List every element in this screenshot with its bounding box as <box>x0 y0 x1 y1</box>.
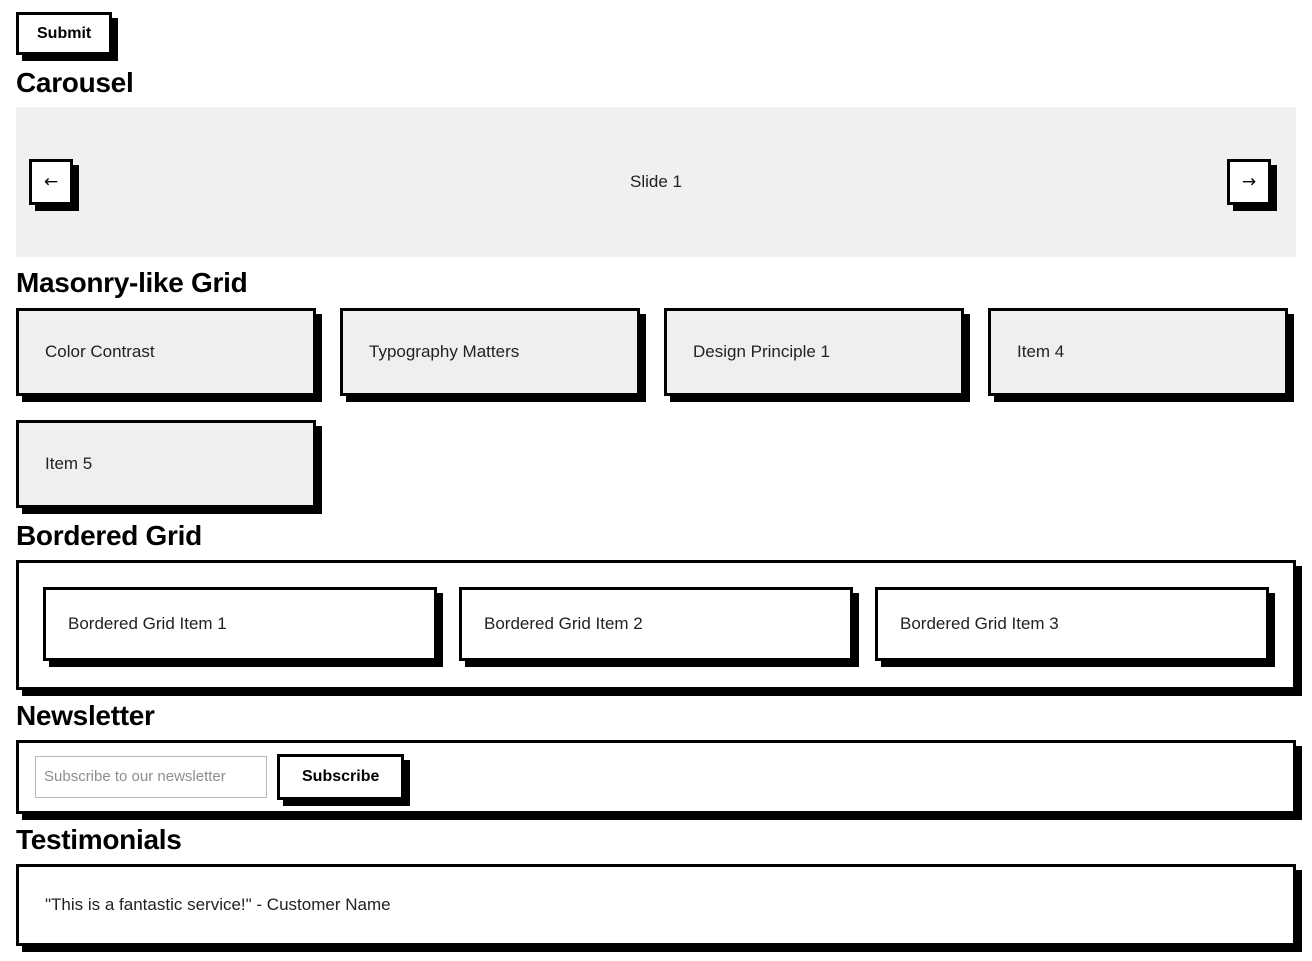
bordered-grid-heading: Bordered Grid <box>16 519 202 551</box>
masonry-grid: Color Contrast Typography Matters Design… <box>16 307 1296 508</box>
testimonial-card: "This is a fantastic service!" - Custome… <box>16 864 1296 947</box>
masonry-item-label: Item 5 <box>45 453 93 473</box>
testimonial-quote: "This is a fantastic service!" - Custome… <box>45 895 391 915</box>
bordered-grid-item[interactable]: Bordered Grid Item 1 <box>43 586 437 661</box>
carousel-next-arrow-icon[interactable]: → <box>1227 159 1271 206</box>
bordered-grid-item-label: Bordered Grid Item 3 <box>900 613 1059 633</box>
bordered-grid-item[interactable]: Bordered Grid Item 2 <box>459 586 853 661</box>
bordered-grid-container: Bordered Grid Item 1 Bordered Grid Item … <box>16 559 1296 690</box>
bordered-grid-item[interactable]: Bordered Grid Item 3 <box>875 586 1269 661</box>
newsletter-form: Subscribe <box>16 739 1296 814</box>
masonry-item-label: Item 4 <box>1017 341 1065 361</box>
bordered-grid-item-label: Bordered Grid Item 1 <box>68 613 227 633</box>
masonry-item[interactable]: Design Principle 1 <box>664 307 964 396</box>
masonry-heading: Masonry-like Grid <box>16 267 248 299</box>
carousel-prev-arrow-icon[interactable]: ← <box>29 159 73 206</box>
masonry-item-label: Color Contrast <box>45 341 155 361</box>
masonry-item-label: Typography Matters <box>369 341 520 361</box>
carousel-heading: Carousel <box>16 67 134 99</box>
newsletter-email-input[interactable] <box>35 755 267 798</box>
masonry-item[interactable]: Typography Matters <box>340 307 640 396</box>
masonry-item-label: Design Principle 1 <box>693 341 831 361</box>
subscribe-button[interactable]: Subscribe <box>277 753 405 800</box>
masonry-item[interactable]: Item 4 <box>988 307 1288 396</box>
masonry-item[interactable]: Color Contrast <box>16 307 316 396</box>
newsletter-heading: Newsletter <box>16 699 155 731</box>
carousel: ← Slide 1 → <box>16 107 1296 258</box>
masonry-item[interactable]: Item 5 <box>16 419 316 508</box>
bordered-grid-item-label: Bordered Grid Item 2 <box>484 613 643 633</box>
submit-row: Submit <box>16 0 1296 57</box>
testimonials-heading: Testimonials <box>16 823 182 855</box>
carousel-slide-label: Slide 1 <box>630 172 682 192</box>
submit-button[interactable]: Submit <box>16 12 113 56</box>
